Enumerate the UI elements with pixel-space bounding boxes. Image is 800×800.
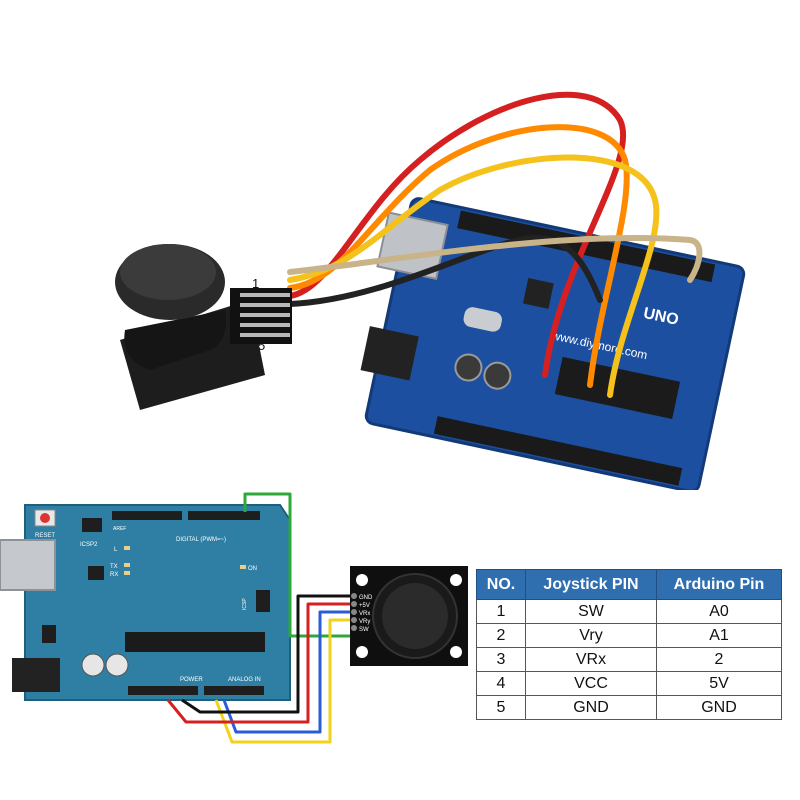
led-l-label: L bbox=[114, 547, 118, 553]
icsp2-label: ICSP2 bbox=[80, 542, 98, 548]
wire-vcc bbox=[166, 602, 350, 724]
led-tx-label: TX bbox=[110, 564, 118, 570]
cell-joystick-pin: VRx bbox=[525, 647, 657, 672]
pin-number-last: 5 bbox=[258, 338, 265, 353]
cell-joystick-pin: SW bbox=[525, 599, 657, 624]
icsp-label: ICSP bbox=[242, 598, 248, 610]
joystick-pin-vrx: VRx bbox=[359, 611, 370, 617]
cell-joystick-pin: GND bbox=[525, 695, 657, 720]
arduino-board-photo: www.diymore.com UNO bbox=[360, 197, 746, 490]
header-arduino-pin: Arduino Pin bbox=[656, 569, 782, 600]
pin-mapping-table: NO. Joystick PIN Arduino Pin 1 SW A0 2 V… bbox=[476, 569, 782, 720]
table-row: 5 GND GND bbox=[476, 695, 782, 720]
cell-arduino-pin: 5V bbox=[656, 671, 782, 696]
wire-vry bbox=[214, 618, 350, 744]
wiring-diagram: RESET ICSP2 DIGITAL (PWM=~) AREF L TX RX… bbox=[0, 492, 468, 744]
table-row: 4 VCC 5V bbox=[476, 671, 782, 696]
cell-arduino-pin: A1 bbox=[656, 623, 782, 648]
cell-no: 1 bbox=[476, 599, 526, 624]
reset-label: RESET bbox=[35, 533, 55, 539]
table-row: 2 Vry A1 bbox=[476, 623, 782, 648]
cell-no: 5 bbox=[476, 695, 526, 720]
joystick-module-photo: 1 5 bbox=[115, 244, 292, 410]
cell-joystick-pin: VCC bbox=[525, 671, 657, 696]
header-no: NO. bbox=[476, 569, 526, 600]
cell-no: 3 bbox=[476, 647, 526, 672]
table-row: 3 VRx 2 bbox=[476, 647, 782, 672]
cell-arduino-pin: GND bbox=[656, 695, 782, 720]
pin-number-first: 1 bbox=[252, 276, 259, 291]
diagram-wires bbox=[166, 492, 350, 744]
joystick-pin-sw: SW bbox=[359, 627, 369, 633]
cell-joystick-pin: Vry bbox=[525, 623, 657, 648]
arduino-board-diagram: RESET ICSP2 DIGITAL (PWM=~) AREF L TX RX… bbox=[0, 504, 291, 701]
aref-label: AREF bbox=[113, 526, 126, 532]
cell-arduino-pin: 2 bbox=[656, 647, 782, 672]
wire-gnd bbox=[181, 594, 350, 714]
cell-no: 4 bbox=[476, 671, 526, 696]
cell-arduino-pin: A0 bbox=[656, 599, 782, 624]
cell-no: 2 bbox=[476, 623, 526, 648]
joystick-pin-gnd: GND bbox=[359, 595, 373, 601]
table-row: 1 SW A0 bbox=[476, 599, 782, 624]
wire-sw bbox=[243, 492, 350, 638]
jumper-wires-photo bbox=[287, 91, 703, 398]
led-rx-label: RX bbox=[110, 572, 118, 578]
digital-label: DIGITAL (PWM=~) bbox=[176, 537, 226, 543]
product-photo: www.diymore.com UNO 1 5 bbox=[115, 91, 746, 490]
joystick-pin-5v: +5V bbox=[359, 603, 370, 609]
led-on-label: ON bbox=[248, 566, 257, 572]
power-label: POWER bbox=[180, 677, 203, 683]
joystick-pin-vry: VRy bbox=[359, 619, 370, 625]
header-joystick-pin: Joystick PIN bbox=[525, 569, 657, 600]
joystick-module-diagram: GND +5V VRx VRy SW bbox=[350, 566, 468, 666]
analog-label: ANALOG IN bbox=[228, 677, 261, 683]
table-header-row: NO. Joystick PIN Arduino Pin bbox=[476, 569, 782, 600]
